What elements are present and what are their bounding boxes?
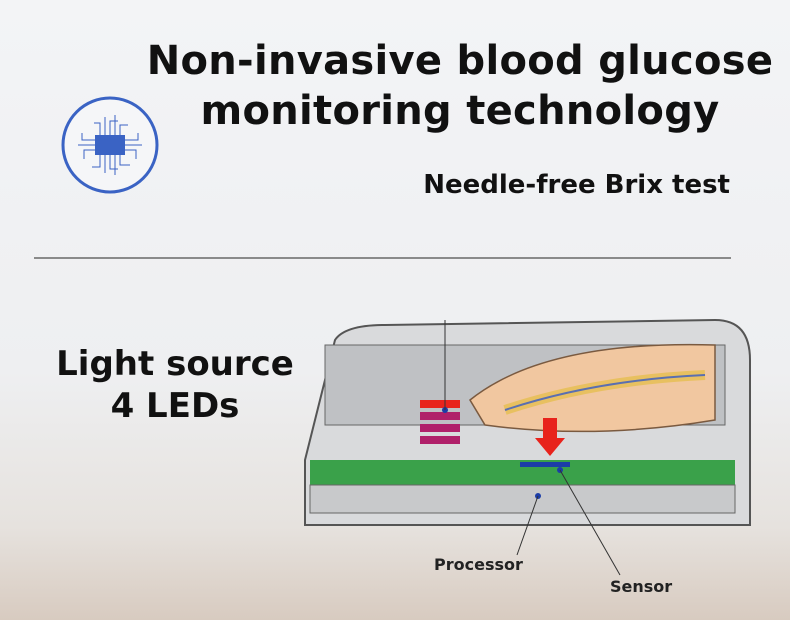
led-array bbox=[420, 400, 460, 444]
title-line-2: monitoring technology bbox=[200, 88, 720, 134]
title-line-1: Non-invasive blood glucose bbox=[146, 38, 774, 84]
feature-line-1: Light source bbox=[56, 344, 294, 384]
down-arrow-icon bbox=[535, 418, 565, 456]
chip-icon bbox=[61, 96, 159, 194]
sensor-label: Sensor bbox=[610, 577, 673, 596]
device-cutaway-illustration bbox=[304, 318, 751, 576]
subtitle: Needle-free Brix test bbox=[423, 170, 730, 200]
feature-text: Light source 4 LEDs bbox=[40, 343, 310, 427]
divider bbox=[34, 257, 731, 259]
feature-line-2: 4 LEDs bbox=[110, 386, 240, 426]
page-title: Non-invasive blood glucose monitoring te… bbox=[140, 36, 780, 136]
processor-label: Processor bbox=[434, 555, 523, 574]
